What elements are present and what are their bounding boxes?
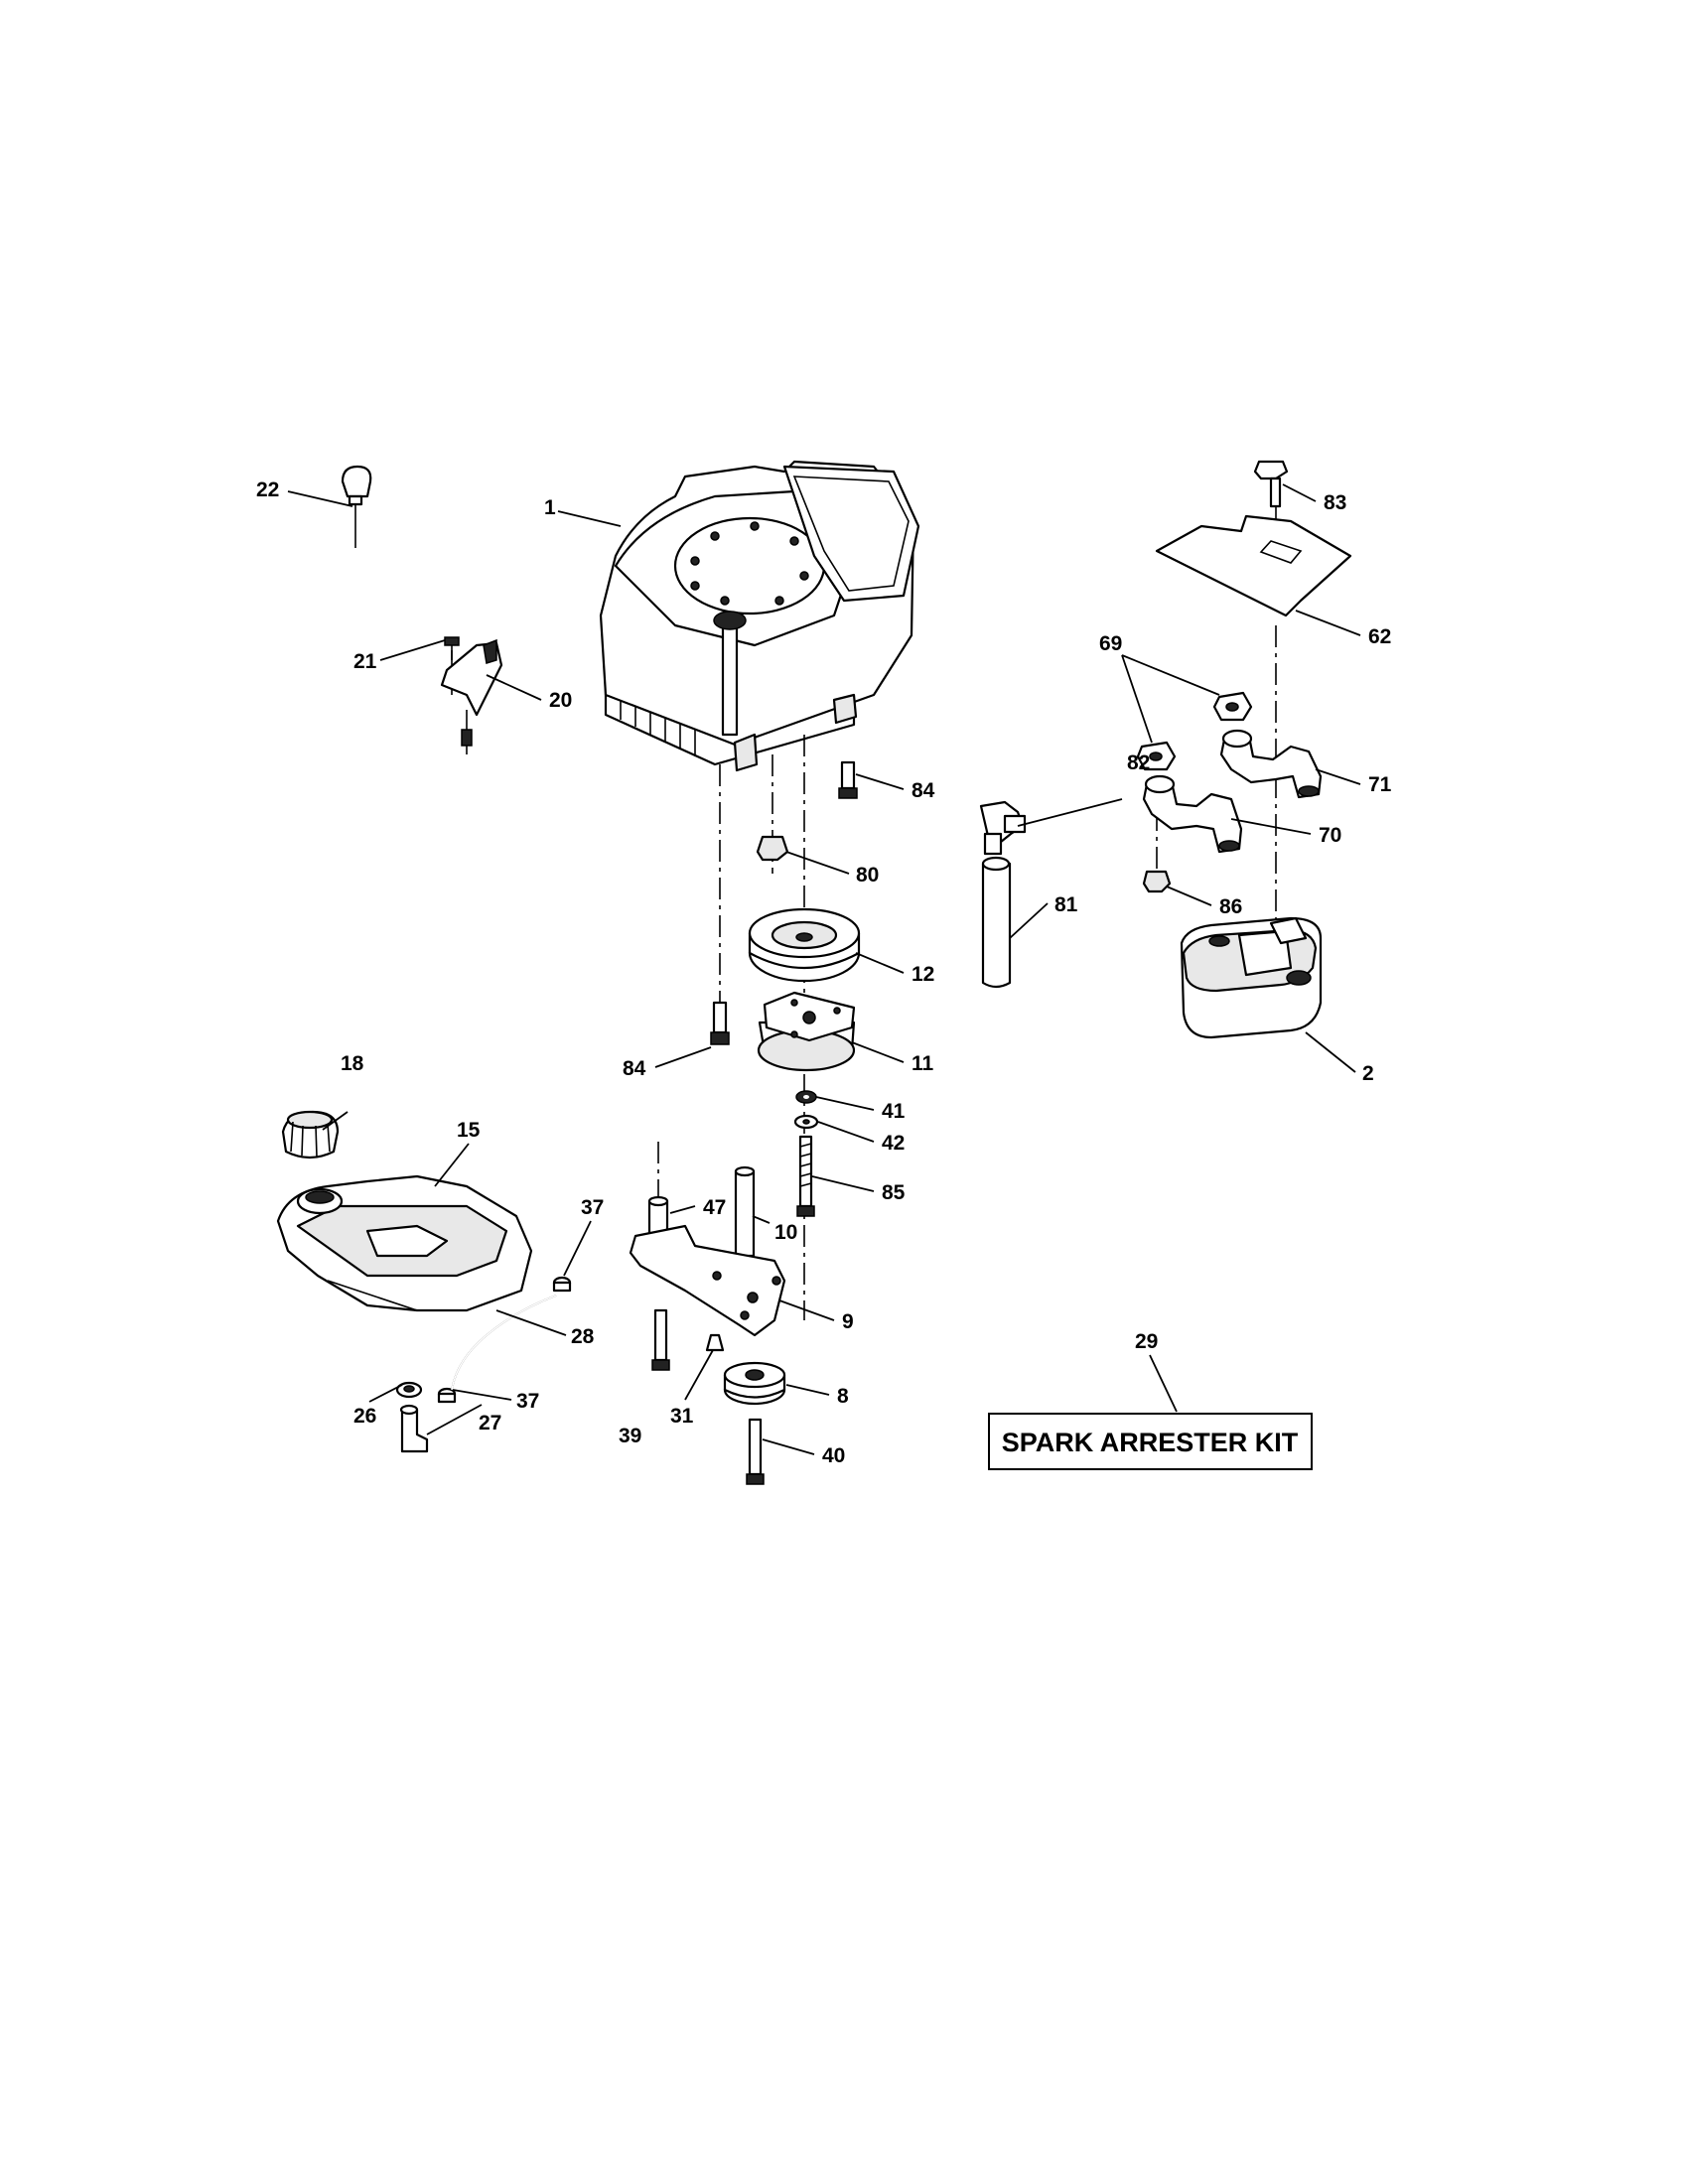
part-85-bolt <box>796 1135 815 1217</box>
part-18-fuel-cap <box>281 1110 340 1160</box>
callout-1: 1 <box>544 496 556 519</box>
callout-9: 9 <box>842 1310 854 1333</box>
part-27-fitting <box>399 1404 429 1453</box>
callout-27: 27 <box>479 1412 501 1434</box>
part-41-washer <box>795 1090 817 1104</box>
callout-71: 71 <box>1368 773 1392 796</box>
part-9-bracket <box>629 1224 786 1337</box>
callout-84-upper: 84 <box>912 779 935 802</box>
callout-15: 15 <box>457 1119 481 1142</box>
leader-lines <box>287 483 1361 1455</box>
callout-69: 69 <box>1099 632 1122 655</box>
callout-18: 18 <box>341 1052 364 1075</box>
callout-39: 39 <box>619 1425 641 1447</box>
callout-84-lower: 84 <box>623 1057 646 1080</box>
part-22-bolt <box>341 465 372 526</box>
part-15-fuel-tank <box>276 1174 533 1312</box>
spark-arrester-kit-label: SPARK ARRESTER KIT <box>1002 1428 1299 1457</box>
callout-86: 86 <box>1219 895 1242 918</box>
part-2-muffler <box>1180 916 1323 1039</box>
part-8-idler-pulley <box>723 1361 786 1406</box>
callout-2: 2 <box>1362 1062 1374 1085</box>
callout-41: 41 <box>882 1100 906 1123</box>
part-11-clutch <box>757 991 856 1072</box>
part-80-nut <box>756 835 789 862</box>
callout-8: 8 <box>837 1385 849 1408</box>
part-69-gasket-right <box>1212 691 1253 722</box>
part-81-tube <box>981 856 1012 989</box>
callout-10: 10 <box>774 1221 797 1244</box>
part-40-bolt <box>746 1418 765 1485</box>
part-42-washer <box>793 1114 819 1130</box>
part-26-grommet <box>395 1381 423 1399</box>
callout-70: 70 <box>1319 824 1341 847</box>
callout-47: 47 <box>703 1196 726 1219</box>
callout-labels: 22 1 21 20 83 62 69 71 70 86 2 82 81 84 … <box>256 478 1392 1467</box>
part-21-screw <box>444 636 460 660</box>
callout-82: 82 <box>1127 751 1150 774</box>
callout-20: 20 <box>549 689 572 712</box>
part-39-bolt <box>651 1308 670 1371</box>
callout-22: 22 <box>256 478 279 501</box>
callout-81: 81 <box>1054 893 1078 916</box>
part-37-clamp-lower <box>437 1387 457 1404</box>
callout-40: 40 <box>822 1444 845 1467</box>
part-12-pulley <box>748 907 861 983</box>
spark-arrester-kit-box: SPARK ARRESTER KIT <box>988 1413 1313 1470</box>
fuel-line-highlight <box>451 1295 557 1391</box>
callout-11: 11 <box>912 1052 934 1075</box>
callout-85: 85 <box>882 1181 906 1204</box>
callout-26: 26 <box>353 1405 376 1428</box>
part-69-gasket-left <box>1136 741 1177 771</box>
callout-83: 83 <box>1324 491 1346 514</box>
part-70-exhaust-pipe <box>1142 774 1243 854</box>
callout-62: 62 <box>1368 625 1391 648</box>
part-84-bolt-lower <box>710 1001 730 1045</box>
callout-80: 80 <box>856 864 879 887</box>
callout-12: 12 <box>912 963 934 986</box>
part-37-clamp-upper <box>552 1276 572 1293</box>
part-31-nut <box>705 1333 725 1352</box>
part-20-bracket <box>440 638 503 754</box>
engine <box>599 460 920 772</box>
part-10-shaft <box>734 1165 756 1258</box>
part-86-nut <box>1142 870 1172 893</box>
callout-31: 31 <box>670 1405 694 1428</box>
callout-29: 29 <box>1135 1330 1158 1353</box>
callout-28: 28 <box>571 1325 595 1348</box>
part-62-heat-shield <box>1155 514 1352 617</box>
callout-37-lower: 37 <box>516 1390 539 1413</box>
part-84-bolt-upper <box>838 760 858 799</box>
part-71-exhaust-pipe <box>1219 729 1323 799</box>
callout-37-upper: 37 <box>581 1196 604 1219</box>
callout-21: 21 <box>353 650 377 673</box>
callout-42: 42 <box>882 1132 905 1155</box>
part-82-fitting <box>979 800 1027 856</box>
part-83-bolt <box>1253 460 1289 508</box>
